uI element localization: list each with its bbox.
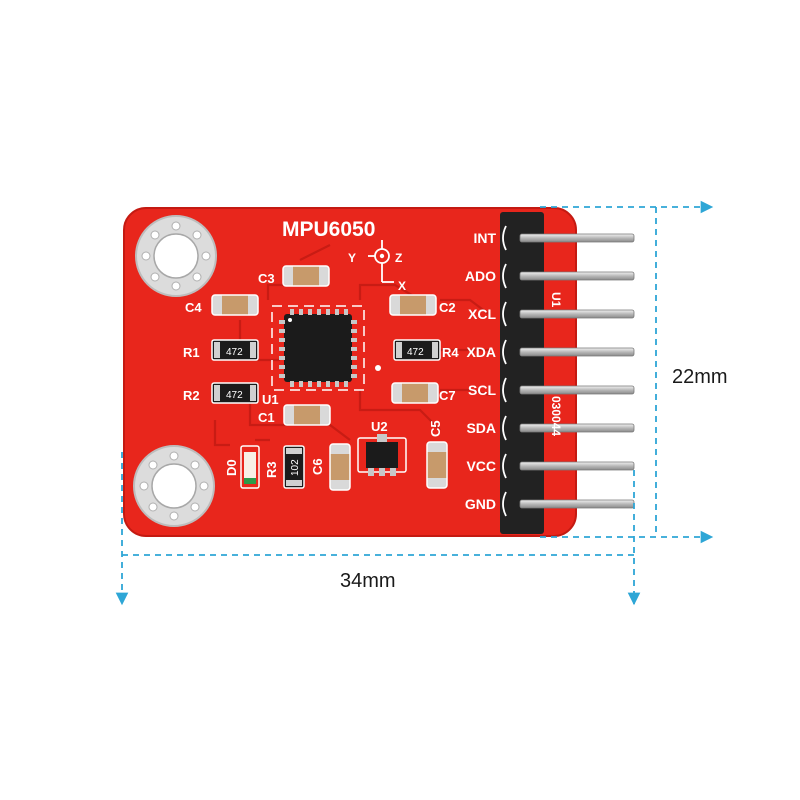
resistor-r4-code: 472 [407, 347, 424, 358]
resistor-r2 [211, 382, 259, 404]
header-u1-mark: U1 [549, 292, 563, 308]
led-d0 [240, 445, 260, 489]
label-c4: C4 [185, 300, 202, 315]
label-d0: D0 [224, 459, 239, 476]
axis-z-label: Z [395, 251, 402, 265]
mounting-hole-top [135, 215, 217, 297]
label-r3: R3 [264, 461, 279, 478]
header-code-mark: 030044 [549, 396, 563, 436]
capacitor-c1 [283, 404, 331, 426]
label-c6: C6 [310, 458, 325, 475]
pin-label: GND [465, 496, 496, 512]
mounting-hole-bottom [133, 445, 215, 527]
label-u2: U2 [371, 419, 388, 434]
pin-label: SDA [466, 420, 496, 436]
regulator-u2 [357, 434, 407, 476]
width-dimension-label: 34mm [340, 570, 396, 592]
label-c7: C7 [439, 388, 456, 403]
label-c3: C3 [258, 271, 275, 286]
pin-header [500, 212, 635, 534]
label-r2: R2 [183, 388, 200, 403]
capacitor-c6 [329, 443, 351, 491]
height-dimension-label: 22mm [672, 366, 728, 388]
axis-symbol [368, 240, 394, 283]
mpu6050-chip [271, 305, 365, 391]
pin-label: VCC [466, 458, 496, 474]
capacitor-c3 [282, 265, 330, 287]
board-title: MPU6050 [282, 218, 375, 241]
resistor-r1 [211, 339, 259, 361]
width-dimension [115, 452, 641, 606]
resistor-r4 [393, 339, 441, 361]
label-c2: C2 [439, 300, 456, 315]
label-r4: R4 [442, 345, 459, 360]
resistor-r3 [283, 445, 305, 489]
capacitor-c5 [426, 441, 448, 489]
resistor-r3-code: 102 [290, 459, 301, 476]
label-r1: R1 [183, 345, 200, 360]
axis-x-label: X [398, 279, 406, 293]
pin-labels: INT ADO XCL XDA SCL SDA VCC GND [465, 230, 497, 512]
capacitor-c7 [391, 382, 439, 404]
pin-label: ADO [465, 268, 496, 284]
resistor-r2-code: 472 [226, 390, 243, 401]
capacitor-c4 [211, 294, 259, 316]
via [375, 365, 381, 371]
pin-label: INT [473, 230, 496, 246]
label-c1: C1 [258, 410, 275, 425]
pin-label: XCL [468, 306, 496, 322]
resistor-r1-code: 472 [226, 347, 243, 358]
label-c5: C5 [428, 420, 443, 437]
pin-label: XDA [466, 344, 496, 360]
axis-y-label: Y [348, 251, 356, 265]
pin-label: SCL [468, 382, 496, 398]
height-dimension [540, 200, 714, 544]
label-u1: U1 [262, 392, 279, 407]
capacitor-c2 [389, 294, 437, 316]
